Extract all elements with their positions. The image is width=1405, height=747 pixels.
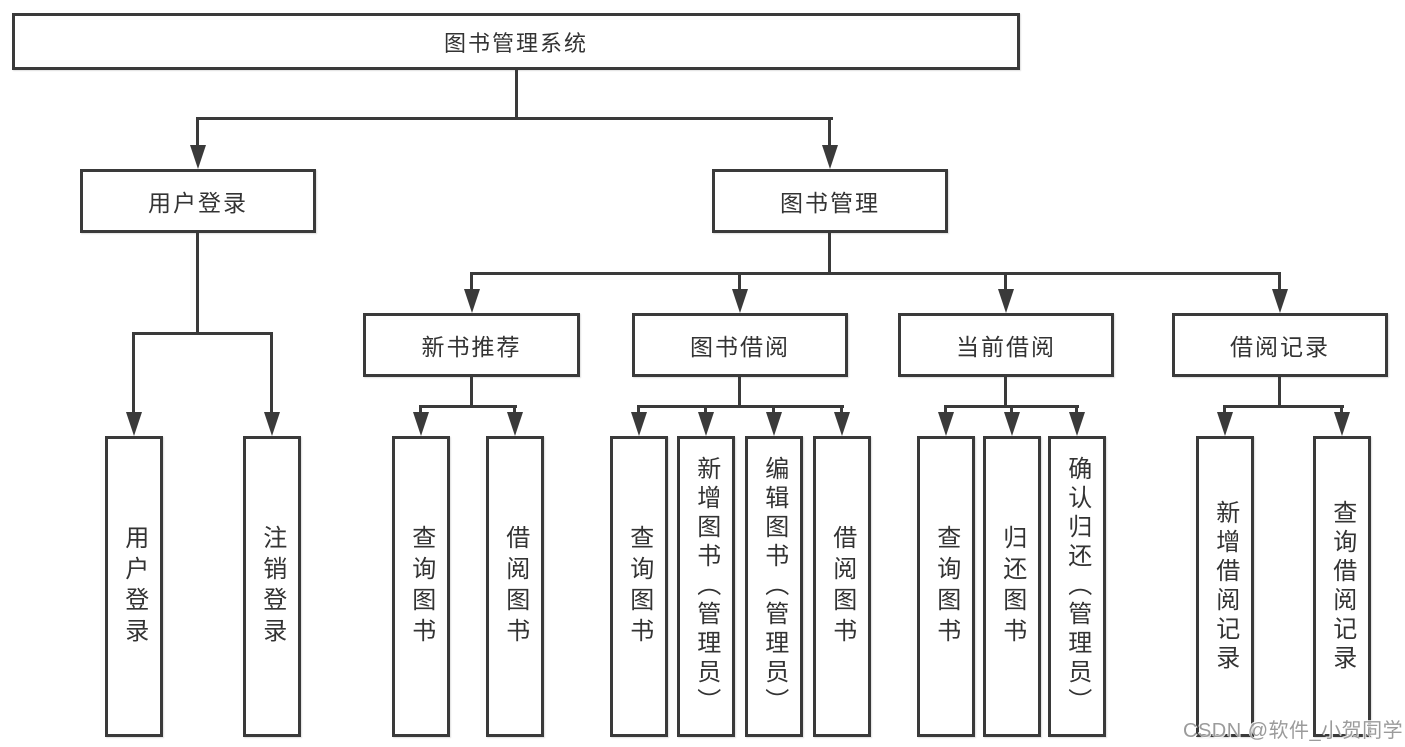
leaf-add-books-admin: 新增图书（管理员） bbox=[677, 436, 735, 737]
connector-line bbox=[637, 405, 640, 415]
leaf-user-login: 用户登录 bbox=[105, 436, 163, 737]
arrow-down-icon bbox=[1004, 412, 1020, 436]
leaf-logout: 注销登录 bbox=[243, 436, 301, 737]
connector-line bbox=[944, 405, 947, 415]
arrow-down-icon bbox=[732, 289, 748, 313]
connector-line bbox=[828, 233, 831, 275]
arrow-down-icon bbox=[998, 289, 1014, 313]
connector-line bbox=[1075, 405, 1078, 415]
arrow-down-icon bbox=[631, 412, 647, 436]
node-library-system: 图书管理系统 bbox=[12, 13, 1020, 70]
connector-line bbox=[470, 272, 1281, 275]
connector-line bbox=[738, 377, 741, 408]
node-new-book-recommend: 新书推荐 bbox=[363, 313, 580, 377]
node-borrow-records: 借阅记录 bbox=[1172, 313, 1388, 377]
leaf-query-borrow-record: 查询借阅记录 bbox=[1313, 436, 1371, 737]
connector-line bbox=[828, 117, 831, 147]
connector-line bbox=[1278, 272, 1281, 290]
connector-line bbox=[132, 332, 273, 335]
leaf-borrow-books: 借阅图书 bbox=[813, 436, 871, 737]
connector-line bbox=[772, 405, 775, 415]
connector-line bbox=[470, 377, 473, 408]
arrow-down-icon bbox=[822, 145, 838, 169]
arrow-down-icon bbox=[413, 412, 429, 436]
connector-line bbox=[704, 405, 707, 415]
node-book-borrowing: 图书借阅 bbox=[632, 313, 848, 377]
connector-line bbox=[196, 117, 833, 120]
arrow-down-icon bbox=[507, 412, 523, 436]
connector-line bbox=[132, 332, 135, 412]
leaf-query-books: 查询图书 bbox=[610, 436, 668, 737]
arrow-down-icon bbox=[698, 412, 714, 436]
connector-line bbox=[196, 117, 199, 147]
connector-line bbox=[840, 405, 843, 415]
arrow-down-icon bbox=[834, 412, 850, 436]
arrow-down-icon bbox=[264, 412, 280, 436]
connector-line bbox=[515, 70, 518, 118]
connector-line bbox=[1004, 377, 1007, 408]
arrow-down-icon bbox=[126, 412, 142, 436]
connector-line bbox=[1223, 405, 1344, 408]
connector-line bbox=[738, 272, 741, 290]
arrow-down-icon bbox=[1272, 289, 1288, 313]
leaf-query-books: 查询图书 bbox=[917, 436, 975, 737]
leaf-add-borrow-record: 新增借阅记录 bbox=[1196, 436, 1254, 737]
connector-line bbox=[196, 233, 199, 335]
connector-line bbox=[1278, 377, 1281, 408]
leaf-borrow-books: 借阅图书 bbox=[486, 436, 544, 737]
leaf-query-books: 查询图书 bbox=[392, 436, 450, 737]
arrow-down-icon bbox=[190, 145, 206, 169]
arrow-down-icon bbox=[464, 289, 480, 313]
arrow-down-icon bbox=[938, 412, 954, 436]
arrow-down-icon bbox=[1217, 412, 1233, 436]
arrow-down-icon bbox=[1069, 412, 1085, 436]
connector-line bbox=[1223, 405, 1226, 415]
leaf-confirm-return-admin: 确认归还（管理员） bbox=[1048, 436, 1106, 737]
node-book-management: 图书管理 bbox=[712, 169, 948, 233]
leaf-edit-books-admin: 编辑图书（管理员） bbox=[745, 436, 803, 737]
connector-line bbox=[419, 405, 517, 408]
connector-line bbox=[1004, 272, 1007, 290]
leaf-return-books: 归还图书 bbox=[983, 436, 1041, 737]
connector-line bbox=[637, 405, 844, 408]
connector-line bbox=[1010, 405, 1013, 415]
connector-line bbox=[1340, 405, 1343, 415]
arrow-down-icon bbox=[766, 412, 782, 436]
connector-line bbox=[270, 332, 273, 412]
connector-line bbox=[470, 272, 473, 290]
node-user-login: 用户登录 bbox=[80, 169, 316, 233]
csdn-watermark: CSDN @软件_小贺同学 bbox=[1183, 720, 1404, 742]
node-current-borrowing: 当前借阅 bbox=[898, 313, 1114, 377]
arrow-down-icon bbox=[1334, 412, 1350, 436]
connector-line bbox=[513, 405, 516, 415]
connector-line bbox=[419, 405, 422, 415]
